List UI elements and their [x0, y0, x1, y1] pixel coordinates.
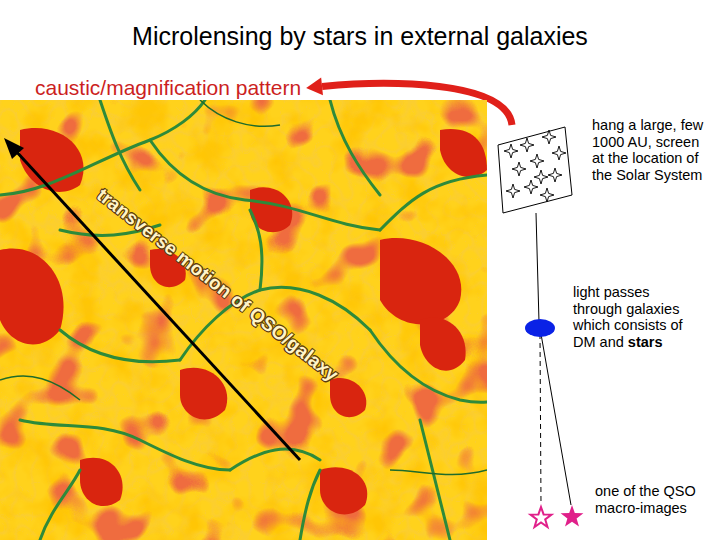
panel-heading: hang a large, few 1000 AU, screen at the…: [592, 117, 710, 183]
star-sparkle: [506, 184, 520, 198]
bold-word: stars: [628, 334, 663, 350]
star-sparkle: [548, 168, 562, 182]
star-sparkle: [504, 144, 518, 158]
star-sparkle: [524, 180, 538, 194]
screen-symbol: [497, 125, 575, 215]
panel-heading: caustic/magnification pattern: [35, 76, 301, 100]
lens-galaxy: [525, 319, 555, 337]
motion-arrow: [4, 138, 300, 460]
star-sparkle: [534, 170, 548, 184]
arrow-head: [306, 77, 323, 95]
qso-note: one of the QSO macro-images: [595, 483, 713, 516]
lens-note: light passes through galaxies which cons…: [573, 284, 695, 350]
light-paths: [536, 213, 571, 505]
star-sparkle: [552, 146, 566, 160]
star-sparkle: [542, 130, 556, 144]
screen-panel: hang a large, few 1000 AU, screen at the…: [497, 125, 575, 215]
star-sparkle: [540, 188, 554, 202]
title: Microlensing by stars in external galaxi…: [0, 22, 720, 51]
star-sparkle: [512, 162, 526, 176]
star-sparkle: [530, 154, 544, 168]
caustic-pattern: [0, 100, 487, 540]
star-sparkle: [520, 138, 534, 152]
qso-images: [531, 505, 584, 527]
screen-outline: [498, 127, 572, 213]
